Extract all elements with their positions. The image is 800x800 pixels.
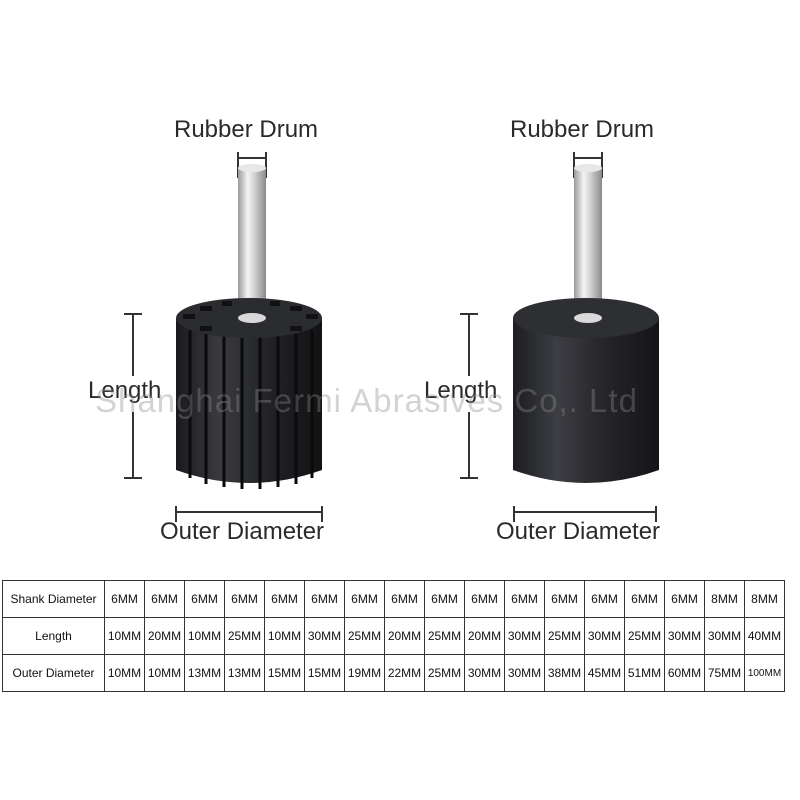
table-cell: 30MM xyxy=(464,654,505,692)
slotted-drum-panel: Rubber Drum Length Outer Diameter xyxy=(0,0,400,560)
table-cell: 20MM xyxy=(144,617,185,655)
table-cell: 6MM xyxy=(224,580,265,618)
table-cell: 10MM xyxy=(264,617,305,655)
slotted-drum-illustration xyxy=(124,152,323,522)
table-cell: 25MM xyxy=(344,617,385,655)
rubber-drum-label: Rubber Drum xyxy=(510,116,655,143)
table-cell: 10MM xyxy=(144,654,185,692)
solid-rubber-body xyxy=(513,318,659,483)
table-cell: 6MM xyxy=(184,580,225,618)
company-watermark: Shanghai Fermi Abrasives Co,. Ltd xyxy=(95,382,638,419)
table-cell: 30MM xyxy=(504,617,545,655)
table-cell: 30MM xyxy=(504,654,545,692)
table-cell: 20MM xyxy=(464,617,505,655)
table-cell: 15MM xyxy=(304,654,345,692)
table-cell: 20MM xyxy=(384,617,425,655)
length-label: Length xyxy=(424,377,498,404)
table-cell: 6MM xyxy=(144,580,185,618)
table-cell: 6MM xyxy=(464,580,505,618)
table-cell: 25MM xyxy=(544,617,585,655)
table-cell: 10MM xyxy=(104,617,145,655)
table-cell: 6MM xyxy=(264,580,305,618)
table-cell: 8MM xyxy=(704,580,745,618)
table-cell: 30MM xyxy=(584,617,625,655)
table-cell: 45MM xyxy=(584,654,625,692)
table-cell: 6MM xyxy=(344,580,385,618)
table-cell: 40MM xyxy=(744,617,785,655)
table-cell: 10MM xyxy=(104,654,145,692)
table-cell: 38MM xyxy=(544,654,585,692)
table-cell: 25MM xyxy=(224,617,265,655)
table-cell: 6MM xyxy=(624,580,665,618)
length-dimension-mark xyxy=(460,313,478,479)
table-cell: 25MM xyxy=(624,617,665,655)
table-cell: 30MM xyxy=(704,617,745,655)
outer-diameter-label: Outer Diameter xyxy=(160,518,325,545)
row-header: Outer Diameter xyxy=(2,654,105,692)
table-cell: 13MM xyxy=(224,654,265,692)
table-cell: 25MM xyxy=(424,617,465,655)
table-cell: 15MM xyxy=(264,654,305,692)
table-cell: 75MM xyxy=(704,654,745,692)
table-cell: 6MM xyxy=(304,580,345,618)
table-cell: 19MM xyxy=(344,654,385,692)
table-cell: 30MM xyxy=(304,617,345,655)
solid-drum-panel: Rubber Drum Length Outer Diameter xyxy=(400,0,800,560)
shank xyxy=(574,168,602,318)
diameter-dimension-mark xyxy=(175,506,323,522)
table-cell: 13MM xyxy=(184,654,225,692)
table-cell: 6MM xyxy=(384,580,425,618)
solid-drum-illustration xyxy=(460,152,659,522)
rubber-drum-label: Rubber Drum xyxy=(174,116,319,143)
shank xyxy=(238,168,266,318)
table-cell: 6MM xyxy=(664,580,705,618)
table-cell: 10MM xyxy=(184,617,225,655)
row-header: Length xyxy=(2,617,105,655)
table-cell: 25MM xyxy=(424,654,465,692)
table-cell: 60MM xyxy=(664,654,705,692)
length-dimension-mark xyxy=(124,313,142,479)
table-cell: 51MM xyxy=(624,654,665,692)
length-label: Length xyxy=(88,377,162,404)
table-cell: 6MM xyxy=(504,580,545,618)
row-header: Shank Diameter xyxy=(2,580,105,618)
table-cell: 6MM xyxy=(104,580,145,618)
table-cell: 30MM xyxy=(664,617,705,655)
table-cell: 6MM xyxy=(424,580,465,618)
table-cell: 6MM xyxy=(584,580,625,618)
slotted-rubber-body xyxy=(176,318,322,483)
table-cell: 22MM xyxy=(384,654,425,692)
table-cell: 6MM xyxy=(544,580,585,618)
outer-diameter-label: Outer Diameter xyxy=(496,518,661,545)
table-cell: 100MM xyxy=(744,654,785,692)
table-cell: 8MM xyxy=(744,580,785,618)
diameter-dimension-mark xyxy=(513,506,657,522)
